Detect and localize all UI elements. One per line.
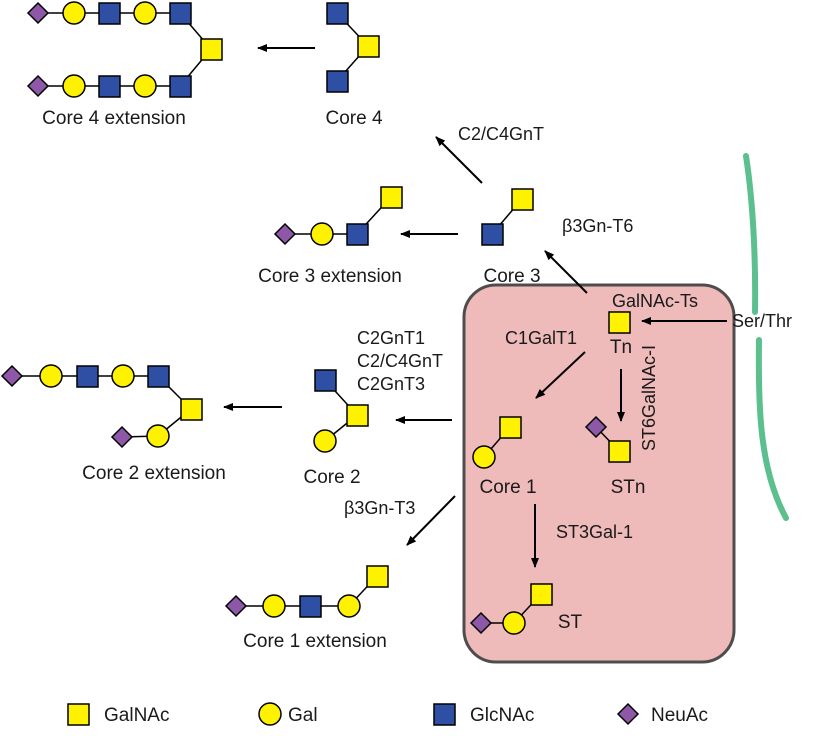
membrane-lower <box>755 337 789 521</box>
label-core3-extension: Core 3 extension <box>258 266 402 287</box>
glcnac-square-icon <box>299 595 322 618</box>
legend-neuac-label: NeuAc <box>651 705 708 726</box>
gal-circle-icon <box>111 364 135 388</box>
label-core2: Core 2 <box>303 467 360 488</box>
gal-circle-icon <box>472 445 496 469</box>
enzyme-c2c4gnt-top: C2/C4GnT <box>458 124 544 144</box>
label-core2-extension: Core 2 extension <box>82 463 226 484</box>
galnac-square-icon <box>511 188 534 211</box>
enzyme-b3gnt6: β3Gn-T6 <box>562 216 633 236</box>
label-core1-extension: Core 1 extension <box>243 631 387 652</box>
legend-galnac-icon <box>67 703 90 726</box>
arrow-tn-to-core1 <box>535 351 586 399</box>
label-stn: STn <box>611 477 646 498</box>
label-st: ST <box>558 612 583 633</box>
legend-neuac-icon <box>616 702 640 726</box>
legend: GalNAc Gal GlcNAc NeuAc <box>67 702 708 726</box>
membrane-upper <box>743 153 759 315</box>
neuac-diamond-icon <box>110 425 134 449</box>
gal-circle-icon <box>62 1 86 25</box>
neuac-diamond-icon <box>26 1 50 25</box>
glcnac-square-icon <box>98 2 121 25</box>
legend-glcnac-label: GlcNAc <box>470 705 534 726</box>
gal-circle-icon <box>62 74 86 98</box>
enzyme-galnacts: GalNAc-Ts <box>612 291 698 311</box>
glcnac-square-icon <box>169 75 192 98</box>
neuac-diamond-icon <box>26 74 50 98</box>
galnac-square-icon <box>357 35 380 58</box>
glcnac-square-icon <box>98 75 121 98</box>
legend-gal-label: Gal <box>288 705 318 726</box>
gal-circle-icon <box>310 222 334 246</box>
neuac-diamond-icon <box>224 594 248 618</box>
label-tn: Tn <box>610 337 632 358</box>
neuac-diamond-icon <box>0 364 24 388</box>
glcnac-square-icon <box>481 223 504 246</box>
galnac-square-icon <box>346 404 369 427</box>
galnac-square-icon <box>608 311 631 334</box>
label-core3: Core 3 <box>483 266 540 287</box>
gal-circle-icon <box>39 364 63 388</box>
glcnac-square-icon <box>346 223 369 246</box>
galnac-square-icon <box>530 583 553 606</box>
label-core4-extension: Core 4 extension <box>42 108 186 129</box>
arrow-tn-to-core3 <box>544 250 588 294</box>
glcnac-square-icon <box>76 365 99 388</box>
substrate-ser-thr: Ser/Thr <box>732 311 792 331</box>
legend-glcnac-icon <box>433 703 456 726</box>
galnac-square-icon <box>200 38 223 61</box>
legend-galnac-label: GalNAc <box>104 705 169 726</box>
reaction-arrows <box>223 44 727 568</box>
gal-circle-icon <box>502 611 526 635</box>
enzyme-c1galt1: C1GalT1 <box>505 328 577 348</box>
neuac-diamond-icon <box>469 611 493 635</box>
galnac-square-icon <box>180 398 203 421</box>
gal-circle-icon <box>133 1 157 25</box>
gal-circle-icon <box>133 74 157 98</box>
enzyme-st6galnaci: ST6GalNAc-I <box>639 345 659 451</box>
galnac-square-icon <box>380 186 403 209</box>
galnac-square-icon <box>608 440 631 463</box>
arrow-core1-to-ext <box>406 495 456 546</box>
glcnac-square-icon <box>169 2 192 25</box>
label-core1: Core 1 <box>479 477 536 498</box>
galnac-square-icon <box>366 565 389 588</box>
gal-circle-icon <box>146 424 170 448</box>
enzyme-c2c4gnt-mid: C2/C4GnT <box>357 351 443 371</box>
glycan-symbols <box>0 1 631 635</box>
enzyme-c2gnt3: C2GnT3 <box>357 374 425 394</box>
gal-circle-icon <box>313 429 337 453</box>
gal-circle-icon <box>262 594 286 618</box>
enzyme-b3gnt3: β3Gn-T3 <box>344 498 415 518</box>
gal-circle-icon <box>337 594 361 618</box>
legend-gal-icon <box>258 702 282 726</box>
galnac-square-icon <box>499 416 522 439</box>
label-core4: Core 4 <box>325 108 382 129</box>
glcnac-square-icon <box>326 2 349 25</box>
glcnac-square-icon <box>147 365 170 388</box>
glcnac-square-icon <box>326 70 349 93</box>
enzyme-c2gnt1: C2GnT1 <box>357 328 425 348</box>
neuac-diamond-icon <box>584 415 608 439</box>
arrow-core3-to-core4 <box>435 136 483 184</box>
glcnac-square-icon <box>314 369 337 392</box>
neuac-diamond-icon <box>273 222 297 246</box>
enzyme-st3gal1: ST3Gal-1 <box>556 522 633 542</box>
